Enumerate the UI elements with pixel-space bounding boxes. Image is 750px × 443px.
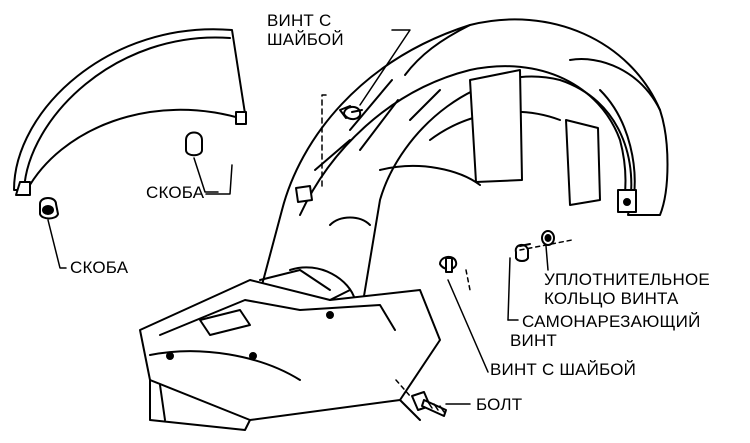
label-screw-washer-top: ВИНТ С ШАЙБОЙ bbox=[267, 11, 344, 49]
label-seal-ring-line1: УПЛОТНИТЕЛЬНОЕ bbox=[544, 270, 710, 289]
label-bolt: БОЛТ bbox=[476, 395, 523, 414]
label-self-tapping-screw-line2: ВИНТ bbox=[510, 331, 558, 350]
label-screw-washer-top-line2: ШАЙБОЙ bbox=[267, 30, 344, 49]
bolt-icon bbox=[411, 391, 447, 417]
label-seal-ring: УПЛОТНИТЕЛЬНОЕ КОЛЬЦО ВИНТА bbox=[544, 270, 710, 308]
label-self-tapping-screw: САМОНАРЕЗАЮЩИЙ ВИНТ bbox=[510, 312, 701, 350]
screw-washer-bottom-icon bbox=[439, 256, 458, 273]
self-tapping-screw-icon bbox=[514, 243, 531, 262]
clip-middle-icon bbox=[185, 131, 203, 157]
lower-splash-panel bbox=[139, 269, 441, 431]
screw-washer-top-icon bbox=[339, 105, 363, 120]
label-screw-washer-bottom: ВИНТ С ШАЙБОЙ bbox=[490, 360, 637, 379]
label-clip-middle: СКОБА bbox=[146, 183, 205, 202]
label-self-tapping-screw-line1: САМОНАРЕЗАЮЩИЙ bbox=[522, 312, 701, 331]
label-clip-left: СКОБА bbox=[70, 258, 129, 277]
screw-seal-ring-icon bbox=[541, 230, 555, 246]
clip-left-icon bbox=[39, 197, 59, 220]
fender-moulding bbox=[13, 28, 247, 196]
label-seal-ring-line2: КОЛЬЦО ВИНТА bbox=[544, 289, 679, 308]
label-screw-washer-top-line1: ВИНТ С bbox=[267, 11, 332, 30]
leader-lines bbox=[47, 29, 573, 405]
